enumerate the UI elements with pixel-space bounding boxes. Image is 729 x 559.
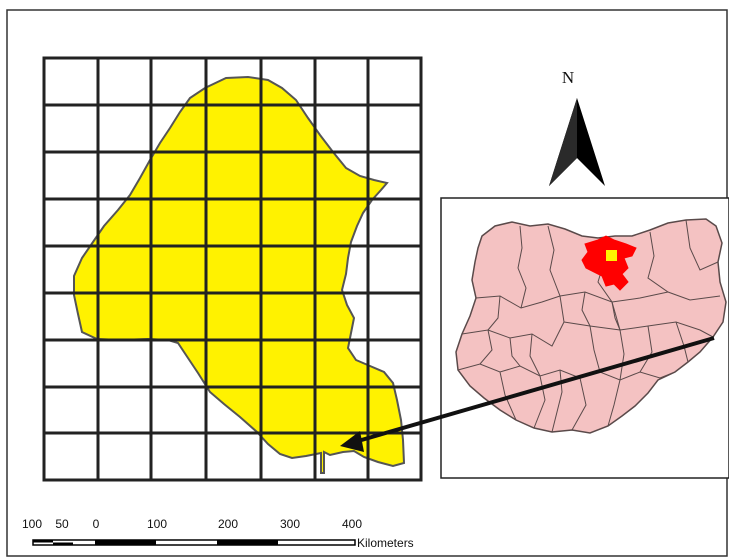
scale-bar: 100 50 0 100 200 300 400 Kilometers [22,517,414,550]
inset-map [455,218,727,434]
scale-tick-label: 100 [147,517,167,531]
scale-tick-label: 50 [55,517,69,531]
map-grid [44,58,421,480]
highlighted-state [581,235,637,291]
pointer-arrow [340,336,715,452]
scale-tick-label: 200 [218,517,238,531]
study-area-marker [606,250,617,261]
scale-tick-label: 0 [93,517,100,531]
north-arrow: N [549,68,605,186]
north-label: N [562,68,574,87]
scale-tick-label: 400 [342,517,362,531]
scale-tick-label: 100 [22,517,42,531]
scale-tick-label: 300 [280,517,300,531]
scale-unit-label: Kilometers [357,536,414,550]
study-area-polygon [73,75,406,474]
